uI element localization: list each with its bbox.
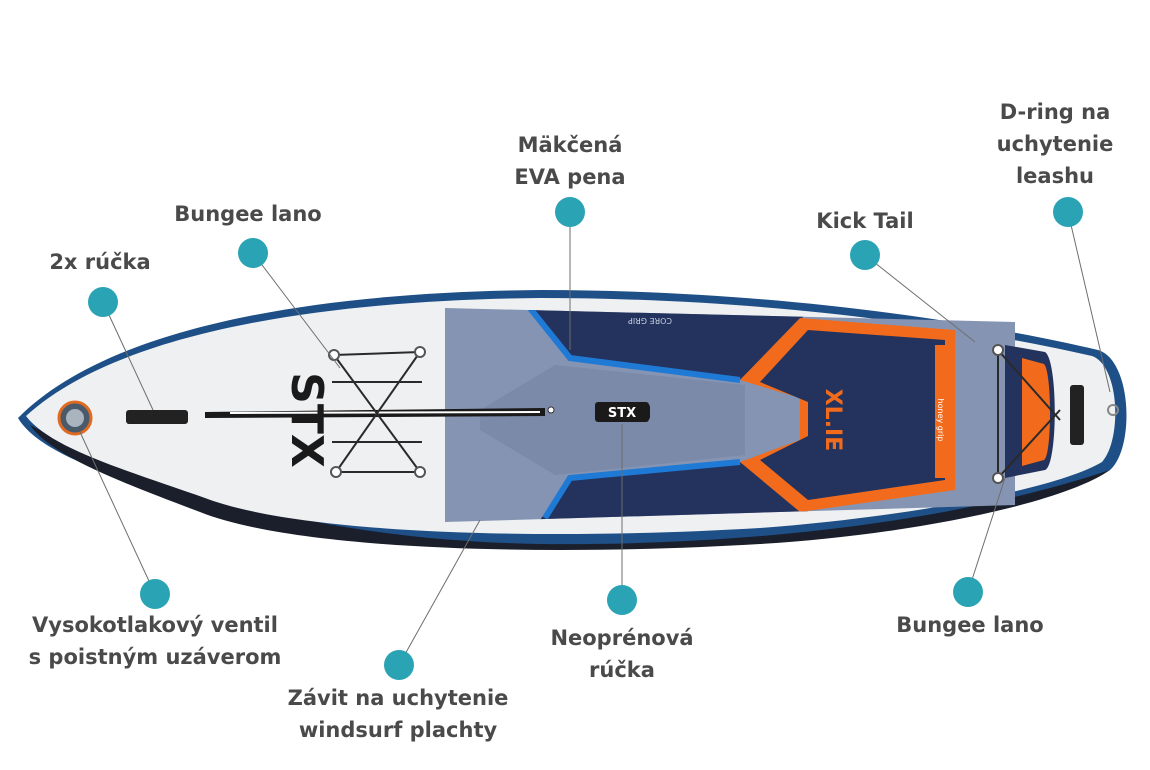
- label-bungee-rear: Bungee lano: [870, 609, 1070, 641]
- dot-bungee-front: [238, 238, 268, 268]
- label-line: 2x rúčka: [49, 250, 151, 274]
- dot-d-ring: [1053, 197, 1083, 227]
- label-eva-foam: Mäkčená EVA pena: [480, 129, 660, 193]
- label-line: leashu: [1015, 164, 1094, 188]
- label-line: rúčka: [589, 658, 655, 682]
- label-valve: Vysokotlakový ventil s poistným uzáverom: [10, 609, 300, 673]
- label-neoprene-handle: Neoprénová rúčka: [522, 622, 722, 686]
- tail-handle: [1070, 385, 1084, 445]
- dot-eva-foam: [555, 197, 585, 227]
- dot-neoprene-handle: [607, 585, 637, 615]
- front-bungee: [332, 351, 422, 473]
- label-line: EVA pena: [514, 165, 626, 189]
- kick-tail-orange: [1022, 358, 1050, 466]
- label-line: D-ring na: [999, 100, 1111, 124]
- leader-lines: [79, 211, 1111, 666]
- label-line: Bungee lano: [896, 613, 1044, 637]
- tail-pad-text: honey grip: [936, 399, 945, 442]
- label-kick-tail: Kick Tail: [785, 205, 945, 237]
- dot-handle-2x: [88, 287, 118, 317]
- windsurf-thread: [547, 406, 555, 414]
- core-grip-text: CORE GRIP: [628, 316, 672, 325]
- label-handle-2x: 2x rúčka: [20, 246, 180, 278]
- nose-handle: [126, 410, 188, 424]
- label-line: Neoprénová: [550, 626, 694, 650]
- label-line: Mäkčená: [517, 133, 623, 157]
- label-d-ring: D-ring na uchytenie leashu: [970, 96, 1140, 192]
- label-line: Bungee lano: [174, 202, 322, 226]
- label-line: Vysokotlakový ventil: [32, 613, 278, 637]
- dot-valve: [140, 579, 170, 609]
- deck-pad: [445, 308, 1015, 522]
- d-ring: [1107, 404, 1119, 416]
- pad-brand-text: STX: [608, 406, 636, 421]
- dot-kick-tail: [850, 240, 880, 270]
- label-line: uchytenie: [996, 132, 1114, 156]
- rear-bungee: [997, 349, 1061, 479]
- model-text: XL.IE: [820, 389, 845, 452]
- nose-brand-text: STX: [281, 372, 332, 468]
- label-line: windsurf plachty: [298, 718, 498, 742]
- label-windsurf-thread: Závit na uchytenie windsurf plachty: [268, 682, 528, 746]
- dot-bungee-rear: [953, 577, 983, 607]
- label-bungee-front: Bungee lano: [153, 198, 343, 230]
- dot-windsurf-thread: [384, 650, 414, 680]
- label-line: s poistným uzáverom: [28, 645, 282, 669]
- label-line: Závit na uchytenie: [287, 686, 509, 710]
- label-line: Kick Tail: [816, 209, 914, 233]
